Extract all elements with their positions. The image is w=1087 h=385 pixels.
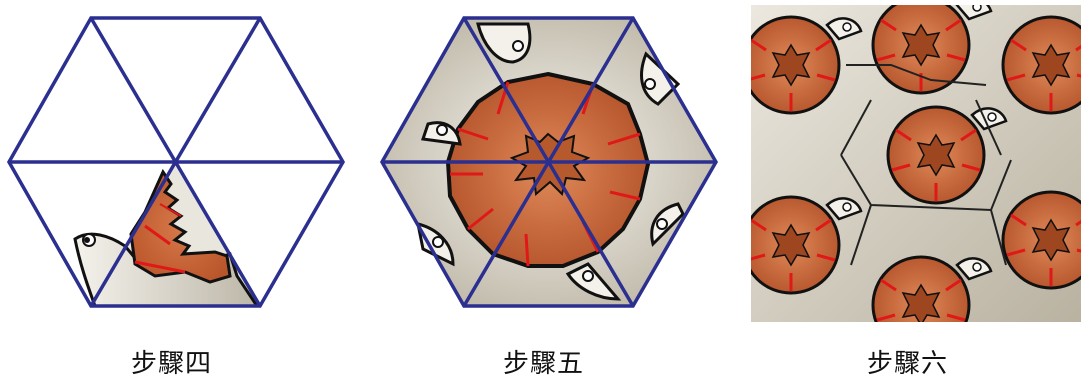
step-five-caption: 步驟五: [503, 343, 584, 380]
step-five-diagram: [378, 14, 718, 314]
step-six-tessellation: [751, 5, 1081, 322]
step-four-diagram: [5, 14, 345, 314]
step-six-pattern: [751, 5, 1081, 322]
step-four-hexagon: [5, 14, 345, 314]
step-five-hexagon: [378, 14, 718, 314]
bird-pupil: [84, 237, 90, 243]
step-four-caption: 步驟四: [131, 343, 212, 380]
step-six-caption: 步驟六: [867, 343, 948, 380]
